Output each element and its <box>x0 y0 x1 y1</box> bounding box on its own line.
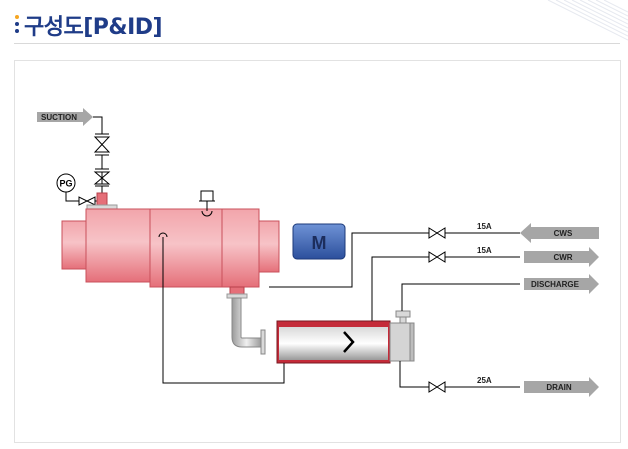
cwr-label: CWR <box>553 253 572 262</box>
page-title: 구성도[P&ID] <box>24 15 163 40</box>
drain-label: DRAIN <box>546 383 572 392</box>
gate-valve-icon <box>93 133 111 156</box>
motor-label: M <box>312 233 327 253</box>
pump-casing <box>61 208 280 288</box>
diagram-panel: SUCTION PG <box>14 60 621 443</box>
suction-nozzle <box>96 192 108 206</box>
cwr-arrow: CWR <box>524 247 599 267</box>
page-header: 구성도[P&ID] <box>0 0 628 44</box>
drain-hook <box>158 232 168 238</box>
process-lines <box>162 232 520 388</box>
suction-line <box>93 116 103 193</box>
pid-diagram: SUCTION PG <box>37 108 599 397</box>
suction-flange <box>86 204 118 210</box>
vent-icon <box>199 190 215 217</box>
gate-valve-icon <box>428 251 446 263</box>
heat-exchanger <box>276 310 415 364</box>
flow-direction-icon <box>343 331 355 353</box>
pump-to-hx-pipe <box>231 297 262 348</box>
header-divider <box>14 43 620 44</box>
gate-valve-icon <box>428 381 446 393</box>
cws-label: CWS <box>554 229 573 238</box>
discharge-arrow: DISCHARGE <box>524 274 599 294</box>
drain-arrow: DRAIN <box>524 377 599 397</box>
drain-size-label: 25A <box>477 376 492 385</box>
motor-box: M <box>292 223 346 260</box>
discharge-label: DISCHARGE <box>531 280 580 289</box>
gate-valve-icon <box>428 227 446 239</box>
check-valve-icon <box>93 168 111 187</box>
gauge-label: PG <box>59 179 72 189</box>
header-stripe-decoration <box>547 0 628 41</box>
discharge-nozzle <box>229 286 245 295</box>
cwr-size-label: 15A <box>477 246 492 255</box>
cws-arrow: CWS <box>520 223 599 243</box>
suction-label: SUCTION <box>41 113 77 122</box>
title-bullet-icon <box>15 15 19 33</box>
cws-size-label: 15A <box>477 222 492 231</box>
pressure-gauge-icon: PG <box>56 173 100 206</box>
suction-arrow: SUCTION <box>37 108 93 126</box>
